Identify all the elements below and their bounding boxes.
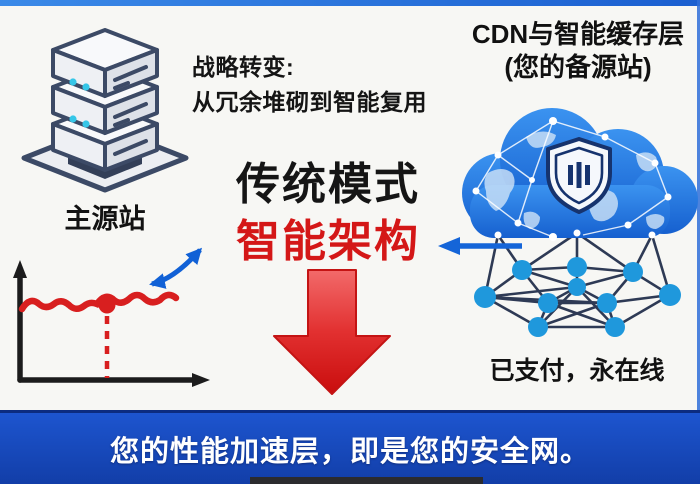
bottom-banner-message: 您的性能加速层，即是您的安全网。	[109, 435, 590, 468]
stability-chart-icon	[13, 260, 210, 387]
cloud-inner-mesh-nodes	[472, 117, 672, 241]
server-led-lights	[69, 78, 90, 128]
bottom-banner: 您的性能加速层，即是您的安全网。	[0, 410, 700, 484]
cloud-inner-mesh	[475, 120, 669, 238]
cdn-layer-title: CDN与智能缓存层 (您的备源站)	[448, 18, 700, 84]
strategy-note: 战略转变: 从冗余堆砌到智能复用	[192, 50, 452, 120]
strategy-note-line2: 从冗余堆砌到智能复用	[192, 89, 427, 115]
server-stack-icon	[21, 28, 189, 193]
curved-double-arrow-icon	[149, 247, 203, 289]
chart-axes	[17, 273, 197, 383]
left-arrow-icon	[438, 237, 522, 255]
highlight-point	[98, 296, 116, 314]
shield-icon	[546, 137, 612, 214]
right-edge-strip	[697, 0, 700, 484]
bottom-dark-bar	[250, 477, 483, 484]
red-down-arrow-icon	[273, 269, 391, 395]
cdn-subtitle-line: (您的备源站)	[504, 52, 652, 82]
cdn-title-line: CDN与智能缓存层	[471, 19, 685, 49]
paid-online-caption: 已支付，永在线	[489, 357, 665, 385]
cdn-cloud-figure	[462, 108, 698, 337]
strategy-note-line1: 战略转变:	[192, 54, 295, 80]
traditional-mode-label: 传统模式	[236, 160, 420, 209]
top-edge-strip	[0, 0, 700, 6]
mesh-network-nodes	[474, 257, 681, 337]
red-wavy-line	[18, 291, 180, 313]
origin-server-label: 主源站	[64, 204, 146, 234]
world-map-icon	[484, 131, 665, 229]
intelligent-architecture-label: 智能架构	[236, 217, 420, 266]
